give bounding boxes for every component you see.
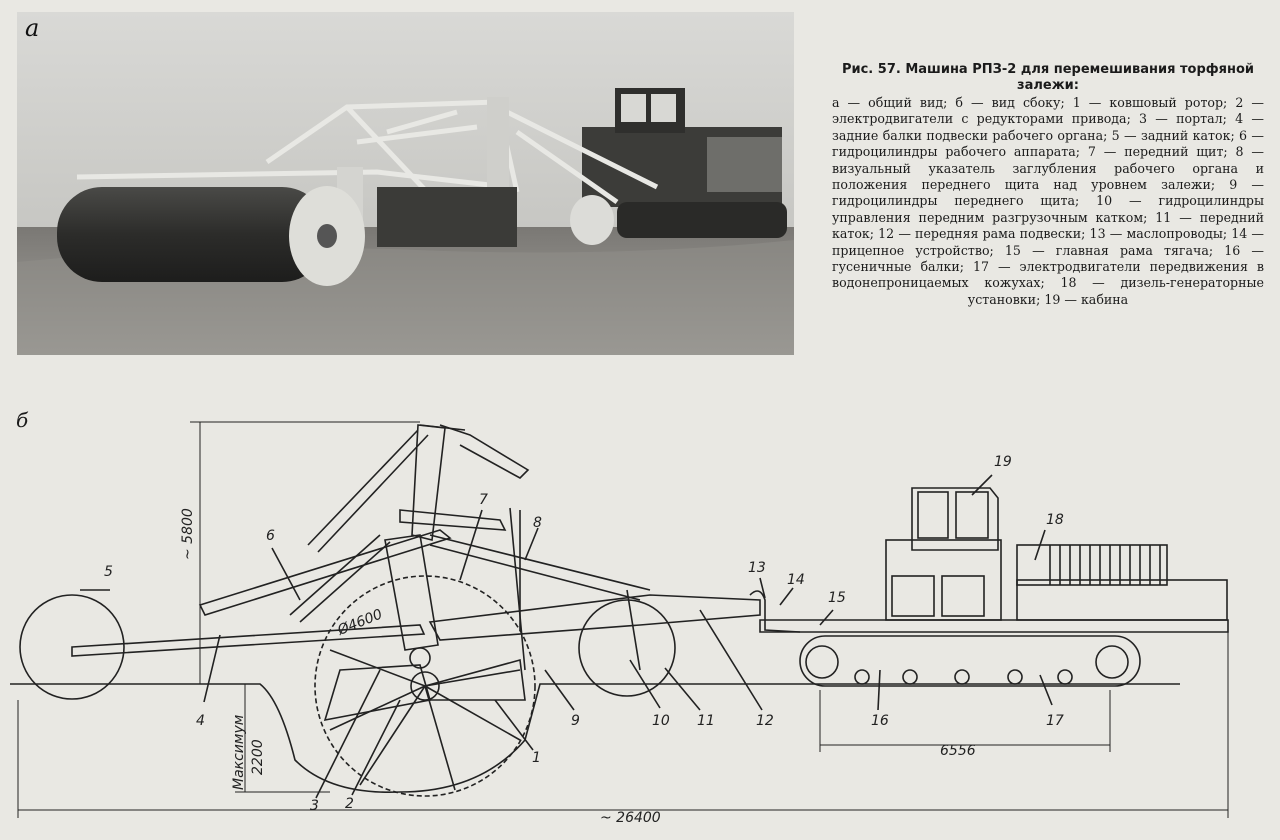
caption-body: а — общий вид; б — вид сбоку; 1 — ковшов… xyxy=(832,95,1264,307)
dim-depth-line xyxy=(235,684,330,793)
dim-depth-label: Максимум xyxy=(231,714,247,790)
rotor xyxy=(314,575,536,797)
callout-7: 7 xyxy=(479,492,488,508)
callout-1: 1 xyxy=(532,750,541,766)
tractor-frame xyxy=(759,619,1229,633)
callout-11: 11 xyxy=(697,713,715,729)
dim-track-text: 6556 xyxy=(940,743,976,759)
callout-17: 17 xyxy=(1046,713,1064,729)
figure-caption: Рис. 57. Машина РПЗ-2 для перемешивания … xyxy=(832,62,1264,308)
callout-6: 6 xyxy=(266,528,275,544)
callout-9: 9 xyxy=(571,713,580,729)
callout-2: 2 xyxy=(345,796,354,812)
ground-line xyxy=(10,683,1180,794)
callout-15: 15 xyxy=(828,590,846,606)
callout-18: 18 xyxy=(1046,512,1064,528)
front-roller xyxy=(578,599,676,697)
callout-12: 12 xyxy=(756,713,774,729)
caption-title: Рис. 57. Машина РПЗ-2 для перемешивания … xyxy=(841,62,1255,93)
callout-4: 4 xyxy=(196,713,205,729)
track xyxy=(799,635,1141,687)
photo-illustration xyxy=(17,12,794,355)
rear-beam xyxy=(71,624,426,657)
callout-14: 14 xyxy=(787,572,805,588)
callout-16: 16 xyxy=(871,713,889,729)
callout-13: 13 xyxy=(748,560,766,576)
dim-total-line xyxy=(17,632,1229,818)
dim-track-line xyxy=(819,690,1111,752)
panel-a-label: а xyxy=(25,14,40,42)
callout-8: 8 xyxy=(533,515,542,531)
dim-rotor-text: Ø4600 xyxy=(335,606,385,639)
diesel-generator xyxy=(1016,579,1228,621)
dim-height-text: ~ 5800 xyxy=(180,508,196,560)
rear-roller xyxy=(19,594,125,700)
side-view-drawing: ~ 5800 Ø4600 Максимум 2200 6556 ~ 26400 … xyxy=(10,421,1229,826)
callout-10: 10 xyxy=(652,713,670,729)
callout-3: 3 xyxy=(310,798,319,814)
dim-total-text: ~ 26400 xyxy=(600,810,661,826)
cabin-body xyxy=(885,539,1002,621)
front-frame xyxy=(428,594,761,641)
dim-height-line xyxy=(190,421,420,684)
callout-19: 19 xyxy=(994,454,1012,470)
portal xyxy=(384,534,439,651)
panel-b-label: б xyxy=(16,408,29,432)
dim-depth-value: 2200 xyxy=(250,739,266,775)
machine-photo xyxy=(17,12,794,355)
callout-5: 5 xyxy=(104,564,113,580)
